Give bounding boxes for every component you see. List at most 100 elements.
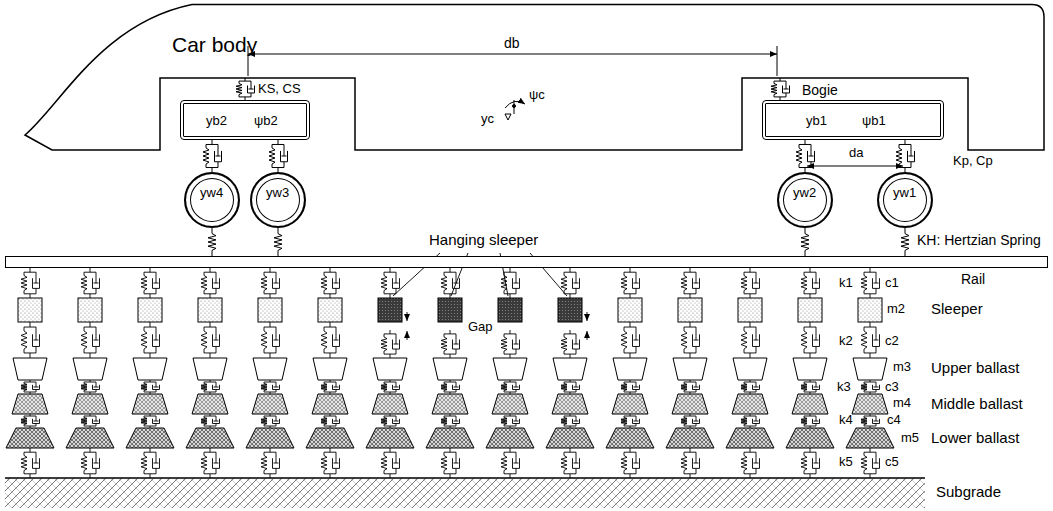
dof-symbol: ψb1 (862, 114, 886, 128)
parameter-label: db (503, 36, 521, 51)
wheel-circle: yw2 (777, 172, 833, 228)
dof-symbol: yw2 (793, 186, 816, 200)
spring-damper (621, 414, 640, 428)
sleeper-mass (858, 298, 882, 322)
sleeper-mass (618, 298, 642, 322)
dof-symbol: yw1 (893, 186, 916, 200)
spring-damper (621, 448, 640, 478)
spring-damper (501, 268, 520, 298)
spring-damper (741, 380, 760, 394)
hanging-sleeper-mass (498, 298, 522, 322)
car-body-label: Car body (172, 33, 257, 56)
parameter-label: k5 (838, 455, 854, 469)
spring-damper (321, 414, 340, 428)
spring-damper (561, 414, 580, 428)
wheel-circle: yw1 (877, 172, 933, 228)
ballast-mass (852, 394, 888, 414)
spring-damper (681, 322, 700, 358)
ballast-mass (613, 358, 647, 380)
rail-band: Rail (5, 256, 1048, 268)
spring-damper (261, 414, 280, 428)
spring-damper (141, 380, 160, 394)
sleeper-mass (258, 298, 282, 322)
ballast-mass (546, 428, 594, 448)
spring-damper (861, 322, 880, 358)
wheel-circle: yw4 (184, 172, 240, 228)
ballast-mass (606, 428, 654, 448)
sleeper-mass (678, 298, 702, 322)
spring-damper (201, 322, 220, 358)
car-body-shape (25, 5, 1044, 151)
spring-damper (321, 268, 340, 298)
ballast-mass (492, 394, 528, 414)
ballast-mass (553, 358, 587, 380)
spring-damper (141, 268, 160, 298)
layer-name: Upper ballast (930, 360, 1020, 377)
ballast-mass (673, 358, 707, 380)
ballast-mass (426, 428, 474, 448)
ballast-mass (66, 428, 114, 448)
spring-damper (381, 380, 400, 394)
parameter-label: c2 (884, 334, 900, 348)
spring-damper (861, 268, 880, 298)
parameter-label: c5 (884, 455, 900, 469)
spring-damper (741, 268, 760, 298)
hanging-sleeper-mass (558, 298, 582, 322)
spring-damper (21, 380, 40, 394)
parameter-label: Gap (467, 320, 494, 334)
spring-damper (621, 322, 640, 358)
spring-damper (861, 380, 880, 394)
spring-damper (261, 380, 280, 394)
track-columns (6, 268, 894, 478)
spring-damper (261, 448, 280, 478)
spring-damper (801, 268, 820, 298)
spring-damper (501, 414, 520, 428)
spring-damper (201, 268, 220, 298)
dof-symbol: Bogie (802, 83, 838, 98)
ballast-mass (373, 358, 407, 380)
ballast-mass (366, 428, 414, 448)
ballast-mass (486, 428, 534, 448)
spring-damper (561, 380, 580, 394)
spring-damper (681, 448, 700, 478)
spring-damper (441, 448, 460, 478)
ballast-mass (73, 358, 107, 380)
ballast-mass (432, 394, 468, 414)
parameter-label: yc (480, 112, 495, 126)
sleeper-mass (798, 298, 822, 322)
sleeper-mass (198, 298, 222, 322)
spring-damper (501, 380, 520, 394)
spring-damper (381, 268, 400, 298)
spring-damper (81, 414, 100, 428)
spring-damper (681, 268, 700, 298)
spring-damper (381, 414, 400, 428)
spring-damper (501, 448, 520, 478)
spring-damper (621, 268, 640, 298)
spring-damper (141, 448, 160, 478)
layer-name: Lower ballast (930, 430, 1020, 447)
parameter-label: Kp, Cp (952, 154, 994, 168)
car-body-outline (22, 3, 1047, 165)
parameter-label: ψc (528, 88, 546, 102)
sleeper-mass (18, 298, 42, 322)
sleeper-mass (138, 298, 162, 322)
suspension-connector (771, 78, 790, 100)
parameter-label: m5 (900, 431, 920, 445)
sleeper-mass (318, 298, 342, 322)
ballast-mass (13, 358, 47, 380)
spring-damper (81, 380, 100, 394)
ballast-mass (193, 358, 227, 380)
carbody-dof-symbol (505, 100, 525, 120)
spring-damper (801, 380, 820, 394)
dof-symbol: yw3 (266, 186, 289, 200)
spring-damper (441, 380, 460, 394)
parameter-label: da (848, 146, 864, 160)
rail-label: Rail (961, 272, 985, 287)
parameter-label: k3 (836, 380, 852, 394)
dof-symbol: ψb2 (254, 114, 278, 128)
dimension-da (807, 166, 903, 167)
parameter-label: m3 (892, 360, 912, 374)
layer-name: Subgrade (935, 484, 1002, 501)
hertzian-spring (801, 228, 809, 256)
